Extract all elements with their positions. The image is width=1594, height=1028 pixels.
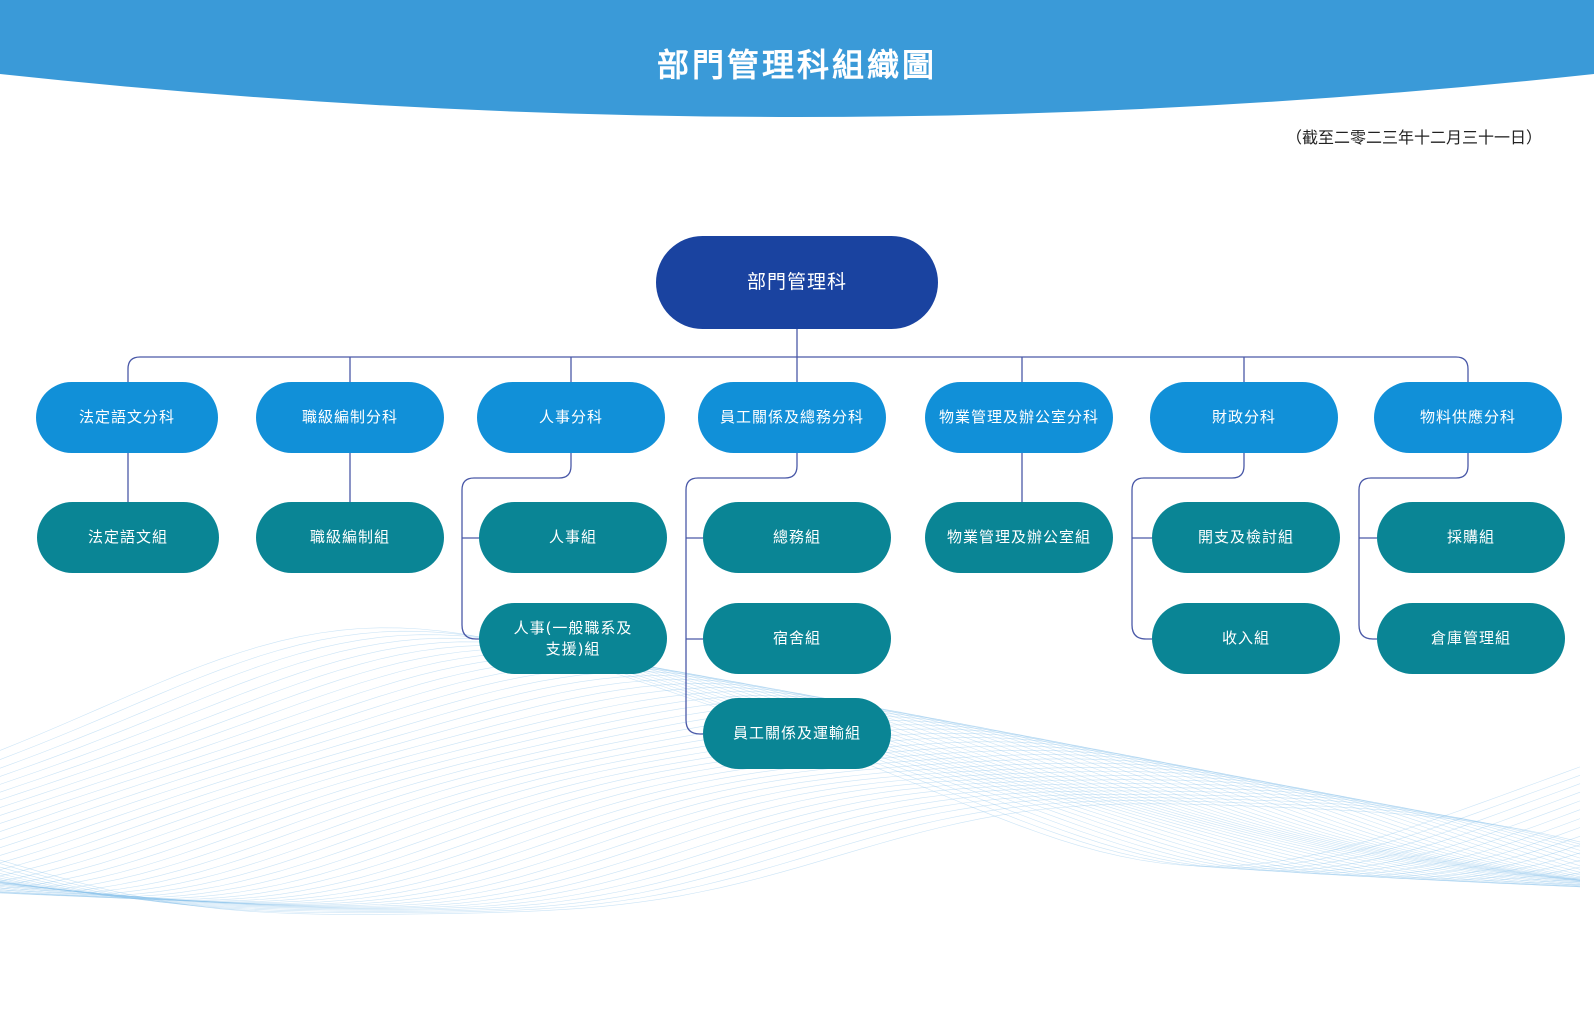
unit-legal-languages: 法定語文組	[37, 502, 219, 573]
unit-label: 採購組	[1446, 528, 1495, 546]
division-label: 職級編制分科	[301, 408, 398, 426]
as-of-date: （截至二零二三年十二月三十一日）	[1285, 128, 1542, 147]
division-finance: 財政分科	[1150, 382, 1338, 453]
unit-label: 物業管理及辦公室組	[946, 528, 1091, 546]
division-staff-relations-general: 員工關係及總務分科	[698, 382, 886, 453]
root-node: 部門管理科	[656, 236, 938, 329]
branch-spine-2	[1131, 453, 1245, 640]
branch-spine-0	[461, 453, 572, 640]
division-label: 員工關係及總務分科	[719, 408, 864, 426]
division-legal-languages: 法定語文分科	[36, 382, 218, 453]
unit-label: 開支及檢討組	[1197, 528, 1294, 546]
unit-warehouse-management: 倉庫管理組	[1377, 603, 1565, 674]
unit-quarters: 宿舍組	[703, 603, 891, 674]
unit-staff-relations-transport: 員工關係及運輸組	[703, 698, 891, 769]
unit-label: 收入組	[1221, 629, 1270, 647]
division-grading-establishment: 職級編制分科	[256, 382, 444, 453]
unit-expenditure-review: 開支及檢討組	[1152, 502, 1340, 573]
unit-grading-establishment: 職級編制組	[256, 502, 444, 573]
division-personnel: 人事分科	[477, 382, 665, 453]
division-label: 物料供應分科	[1419, 408, 1516, 426]
division-label: 人事分科	[538, 408, 603, 426]
root-label: 部門管理科	[746, 271, 847, 293]
page-title: 部門管理科組織圖	[656, 46, 937, 84]
unit-label: 倉庫管理組	[1430, 629, 1511, 647]
unit-label: 職級編制組	[309, 528, 390, 546]
unit-label: 總務組	[772, 528, 821, 546]
unit-personnel-general-grades: 人事(一般職系及 支援)組	[479, 603, 667, 674]
division-label: 財政分科	[1211, 408, 1276, 426]
unit-label: 員工關係及運輸組	[732, 724, 861, 742]
division-label: 物業管理及辦公室分科	[938, 408, 1099, 426]
division-supplies: 物料供應分科	[1374, 382, 1562, 453]
main-bus-line	[127, 356, 1469, 382]
unit-label: 法定語文組	[87, 528, 168, 546]
division-label: 法定語文分科	[78, 408, 175, 426]
branch-spine-3	[1358, 453, 1469, 640]
branch-spine-1	[685, 453, 798, 735]
unit-label: 人事組	[548, 528, 597, 546]
division-property-office: 物業管理及辦公室分科	[925, 382, 1113, 453]
unit-property-office: 物業管理及辦公室組	[925, 502, 1113, 573]
unit-general-services: 總務組	[703, 502, 891, 573]
unit-revenue: 收入組	[1152, 603, 1340, 674]
unit-label: 人事(一般職系及 支援)組	[513, 618, 633, 658]
unit-label: 宿舍組	[772, 629, 821, 647]
unit-personnel: 人事組	[479, 502, 667, 573]
unit-procurement: 採購組	[1377, 502, 1565, 573]
header-banner	[0, 0, 1594, 117]
